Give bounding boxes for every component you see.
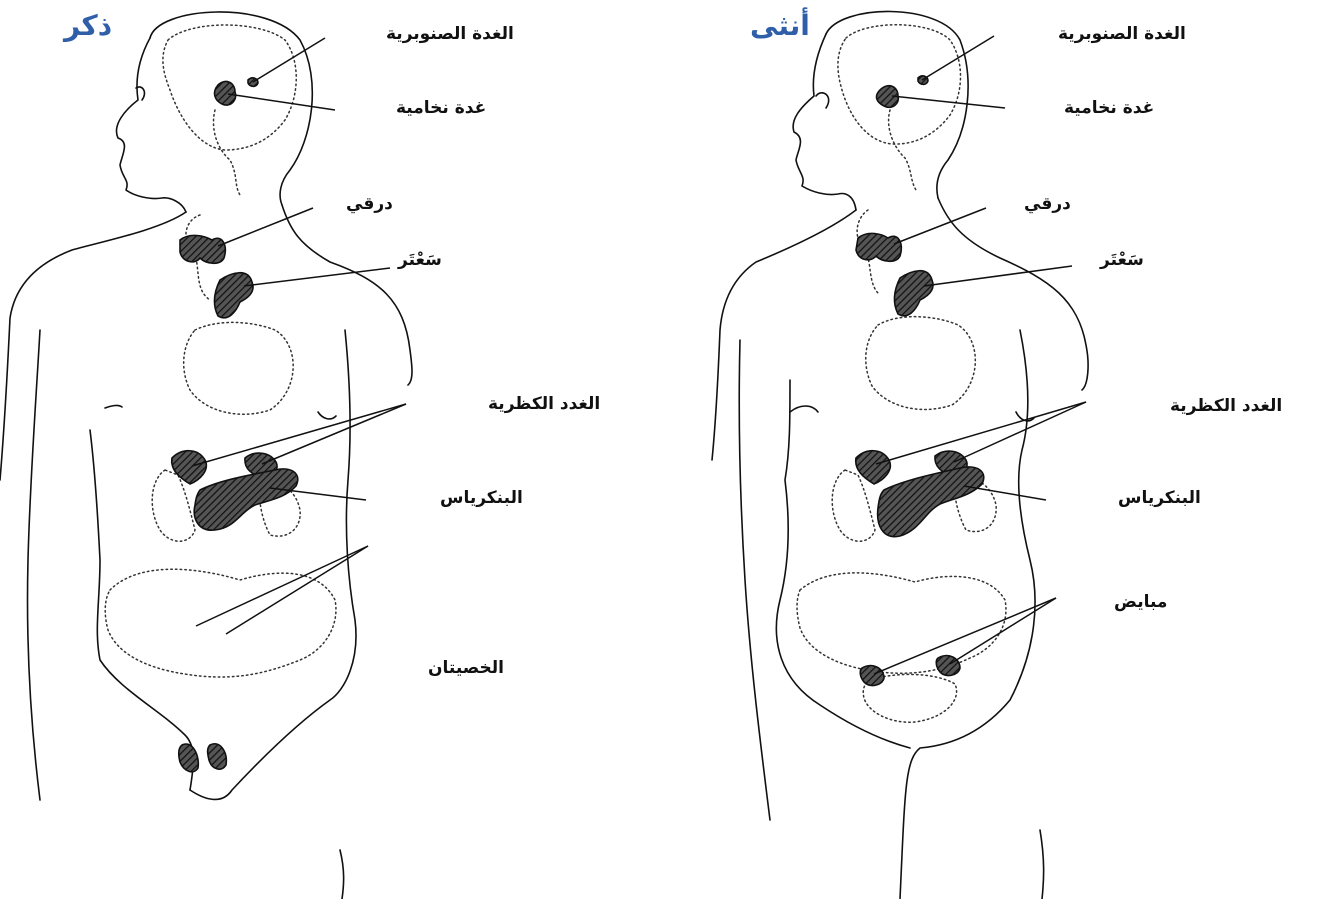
male-chest-left bbox=[105, 405, 122, 408]
female-pancreas-leader bbox=[964, 486, 1046, 500]
female-ovaries-leader-left bbox=[874, 598, 1056, 674]
male-pituitary-gland bbox=[215, 81, 236, 105]
female-label-adrenal: الغدد الكظرية bbox=[1170, 398, 1282, 415]
male-brainstem bbox=[213, 110, 240, 195]
female-leg-line bbox=[1040, 830, 1044, 899]
male-thyroid-leader bbox=[218, 208, 313, 246]
male-leg-line bbox=[340, 850, 344, 899]
male-torso-right bbox=[190, 330, 356, 799]
female-thymus-leader bbox=[924, 266, 1072, 286]
male-label-testes: الخصيتان bbox=[428, 660, 504, 677]
male-label-pituitary: غدة نخامية bbox=[396, 100, 486, 117]
male-shoulder-left bbox=[0, 212, 186, 480]
male-testis-left bbox=[179, 744, 199, 772]
female-torso-left bbox=[776, 380, 910, 748]
male-adrenal-leader-right bbox=[262, 404, 406, 464]
female-title: أنثى bbox=[750, 12, 810, 40]
female-pancreas bbox=[878, 467, 984, 537]
female-ovaries-leader-right bbox=[950, 598, 1056, 664]
female-adrenal-leader-left bbox=[876, 402, 1086, 464]
male-testis-right bbox=[208, 744, 227, 769]
male-title: ذكر bbox=[64, 12, 112, 40]
male-label-adrenal: الغدد الكظرية bbox=[488, 396, 600, 413]
female-label-thyroid: درقي bbox=[1024, 196, 1071, 213]
male-testes-leader-left bbox=[196, 546, 368, 626]
female-label-thymus: سَعْتَر bbox=[1100, 252, 1144, 269]
female-brainstem bbox=[889, 110, 916, 190]
female-adrenal-leader-right bbox=[954, 402, 1086, 462]
female-thyroid-gland bbox=[856, 233, 901, 261]
male-arm-left bbox=[28, 330, 41, 800]
female-brain-outline bbox=[838, 25, 961, 144]
female-pituitary-leader bbox=[892, 96, 1005, 108]
male-thymus-leader bbox=[244, 268, 390, 286]
female-heart bbox=[866, 317, 976, 410]
male-head-outline bbox=[150, 12, 312, 205]
female-face-outline bbox=[793, 34, 856, 210]
male-pineal-leader bbox=[253, 38, 325, 82]
male-thyroid-gland bbox=[180, 235, 225, 263]
female-figure bbox=[712, 11, 1088, 899]
male-thymus-gland bbox=[214, 273, 253, 318]
female-adrenal-left bbox=[856, 451, 891, 484]
female-pineal-leader bbox=[922, 36, 994, 80]
male-testes-leader-right bbox=[226, 546, 368, 634]
female-ear bbox=[816, 93, 829, 108]
female-label-pineal: الغدة الصنوبرية bbox=[1058, 26, 1186, 43]
female-thyroid-leader bbox=[894, 208, 986, 244]
female-shoulder-left bbox=[712, 210, 856, 460]
male-pancreas bbox=[194, 469, 297, 530]
male-label-thymus: سَعْتَر bbox=[398, 252, 442, 269]
male-pelvis bbox=[105, 569, 336, 677]
male-heart bbox=[184, 322, 293, 414]
male-figure bbox=[0, 12, 412, 899]
male-pituitary-leader bbox=[228, 94, 335, 110]
male-label-pineal: الغدة الصنوبرية bbox=[386, 26, 514, 43]
female-neck-back bbox=[938, 198, 1088, 390]
female-arm-left bbox=[739, 340, 770, 820]
female-label-pituitary: غدة نخامية bbox=[1064, 100, 1154, 117]
male-label-pancreas: البنكرياس bbox=[440, 490, 523, 507]
male-label-thyroid: درقي bbox=[346, 196, 393, 213]
male-adrenal-left bbox=[172, 451, 207, 484]
female-pelvis bbox=[797, 573, 1006, 673]
male-face-outline bbox=[116, 38, 186, 212]
female-head-outline bbox=[826, 11, 968, 198]
female-ovary-right bbox=[936, 656, 960, 676]
female-label-ovaries: مبايض bbox=[1114, 594, 1167, 611]
female-label-pancreas: البنكرياس bbox=[1118, 490, 1201, 507]
female-breast-left bbox=[790, 406, 818, 412]
male-chest-right bbox=[318, 412, 336, 419]
female-ovary-left bbox=[860, 666, 884, 686]
male-adrenal-leader-left bbox=[192, 404, 406, 466]
female-thymus-gland bbox=[894, 271, 933, 316]
